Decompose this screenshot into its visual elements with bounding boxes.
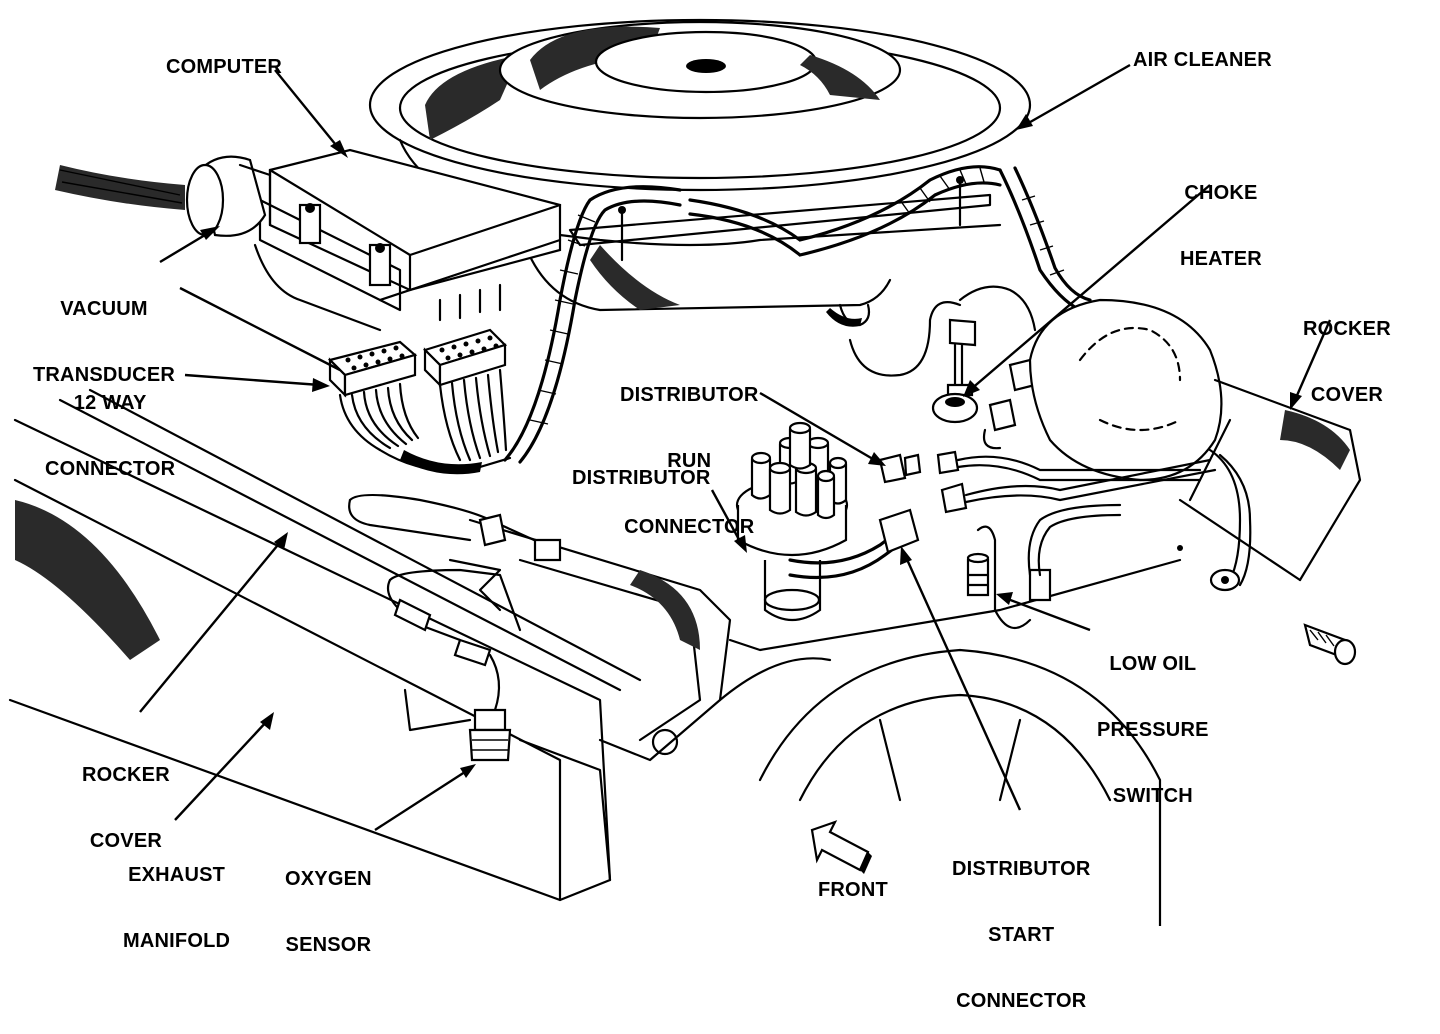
front-arrow-icon <box>810 820 872 874</box>
leader-choke-heater <box>969 184 1211 391</box>
leader-rocker-cover-right <box>1293 319 1332 401</box>
computer-module <box>253 148 562 332</box>
low-oil-pressure-switch <box>966 503 1122 630</box>
distributor-assembly <box>735 421 920 622</box>
distributor-run-connector <box>878 448 1252 587</box>
label-rocker-cover-right: ROCKER COVER <box>1303 274 1391 428</box>
leader-oxygen-sensor <box>374 768 469 832</box>
air-cleaner <box>368 18 1032 327</box>
label-oxygen-sensor: OXYGEN SENSOR <box>285 824 372 978</box>
label-vacuum-transducer-line1: VACUUM <box>60 298 148 320</box>
label-run-connector-line1: DISTRIBUTOR <box>620 384 759 406</box>
label-start-connector-line2: START <box>988 924 1055 946</box>
label-computer: COMPUTER <box>166 56 283 78</box>
label-run-connector-line2: RUN <box>667 450 712 472</box>
label-rocker-cover-left-line2: COVER <box>89 830 162 852</box>
leader-rocker-cover-left <box>139 539 283 713</box>
label-exhaust-manifold: EXHAUST MANIFOLD <box>123 820 230 974</box>
label-distributor-run-connector: DISTRIBUTOR RUN CONNECTOR <box>620 340 759 560</box>
label-low-oil-line1: LOW OIL <box>1109 653 1197 675</box>
label-vacuum-transducer: VACUUM TRANSDUCER <box>33 254 175 408</box>
leader-run-connector <box>759 391 879 464</box>
leader-computer <box>274 69 341 151</box>
leader-lines <box>139 63 1332 832</box>
label-oxygen-sensor-line2: SENSOR <box>285 934 372 956</box>
label-rocker-cover-right-line1: ROCKER <box>1303 318 1391 340</box>
label-12-way-connector-line2: CONNECTOR <box>45 458 176 480</box>
fan-shroud <box>758 648 1162 926</box>
leader-start-connector <box>903 554 1022 811</box>
label-low-oil-pressure-switch: LOW OIL PRESSURE SWITCH <box>1097 609 1209 829</box>
leader-vacuum-transducer <box>159 230 211 264</box>
label-front: FRONT <box>818 879 888 901</box>
label-exhaust-manifold-line1: EXHAUST <box>128 864 226 886</box>
label-rocker-cover-right-line2: COVER <box>1310 384 1383 406</box>
label-run-connector-line3: CONNECTOR <box>624 516 755 538</box>
intake-manifold <box>468 518 1182 762</box>
label-start-connector-line1: DISTRIBUTOR <box>952 858 1091 880</box>
label-distributor-start-connector: DISTRIBUTOR START CONNECTOR <box>952 814 1091 1034</box>
leader-low-oil <box>1004 596 1091 632</box>
main-wire-harness <box>503 165 1092 464</box>
label-choke-heater-line1: CHOKE <box>1184 182 1258 204</box>
label-choke-heater-line2: HEATER <box>1180 248 1262 270</box>
label-distributor: DISTRIBUTOR <box>572 467 711 489</box>
leader-transducer-connector <box>179 286 341 372</box>
label-oxygen-sensor-line1: OXYGEN <box>285 868 372 890</box>
label-12-way-connector-line1: 12 WAY <box>73 392 147 414</box>
twelve-way-connectors <box>327 328 512 475</box>
label-exhaust-manifold-line2: MANIFOLD <box>123 930 231 952</box>
label-start-connector-line3: CONNECTOR <box>956 990 1087 1012</box>
label-rocker-cover-left: ROCKER COVER <box>82 720 170 874</box>
vacuum-transducer <box>55 155 272 237</box>
label-air-cleaner: AIR CLEANER <box>1133 49 1272 71</box>
label-low-oil-line2: PRESSURE <box>1097 719 1209 741</box>
label-choke-heater: CHOKE HEATER <box>1180 138 1262 292</box>
left-rocker-cover <box>8 388 642 902</box>
label-low-oil-line3: SWITCH <box>1112 785 1193 807</box>
label-rocker-cover-left-line1: ROCKER <box>82 764 170 786</box>
label-12-way-connector: 12 WAY CONNECTOR <box>45 348 175 502</box>
engine-wiring-diagram <box>8 18 1362 926</box>
distributor-cap-towers <box>750 421 848 520</box>
leader-air-cleaner <box>1024 63 1131 127</box>
choke-heater <box>848 285 1037 450</box>
label-vacuum-transducer-line2: TRANSDUCER <box>33 364 175 386</box>
leader-distributor <box>710 489 744 546</box>
oxygen-sensor <box>348 493 562 762</box>
leader-exhaust-manifold <box>174 719 269 821</box>
right-rocker-cover <box>1028 298 1362 582</box>
leader-12way <box>184 373 321 387</box>
ground-bolt <box>1209 568 1357 666</box>
